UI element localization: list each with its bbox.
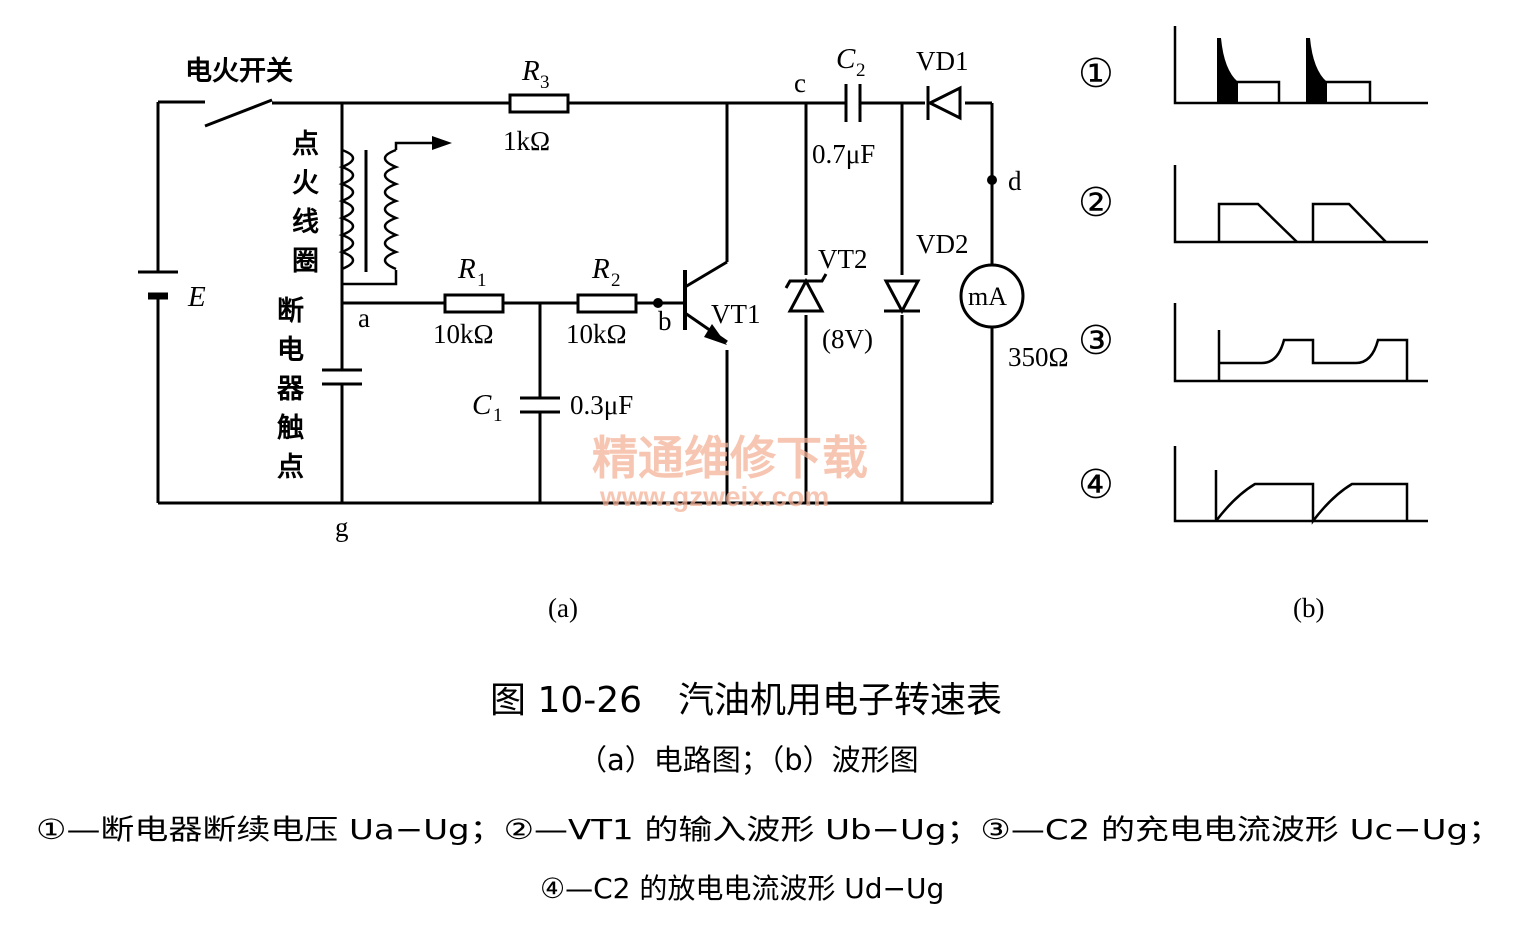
svg-text:电: 电 <box>277 335 304 366</box>
node-c-label: c <box>794 68 806 98</box>
figure-legend-line2: ④—C2 的放电电流波形 Ud−Ug <box>540 872 944 905</box>
svg-text:R: R <box>591 253 610 285</box>
vt2-zener <box>784 273 828 313</box>
vd1-label: VD1 <box>916 46 969 76</box>
svg-text:断: 断 <box>277 296 304 327</box>
svg-text:点: 点 <box>292 129 319 160</box>
node-b-label: b <box>658 306 672 336</box>
svg-text:1: 1 <box>493 405 503 426</box>
r1-value: 10kΩ <box>433 319 494 349</box>
svg-text:R: R <box>457 253 476 285</box>
svg-text:圈: 圈 <box>292 246 319 277</box>
c1-value: 0.3μF <box>570 390 633 420</box>
r1-label: R 1 <box>457 253 487 291</box>
vt2-value: (8V) <box>822 324 873 354</box>
junction-dots <box>653 175 997 308</box>
ignition-coil <box>338 136 452 286</box>
r3-label: R 3 <box>521 55 550 93</box>
r1-resistor <box>443 293 505 314</box>
marker-1: ① <box>1078 51 1114 96</box>
node-g-label: g <box>335 512 349 542</box>
battery-symbol <box>138 270 178 300</box>
svg-text:C: C <box>836 43 856 75</box>
vt1-label: VT1 <box>711 299 761 329</box>
svg-text:1: 1 <box>477 270 487 291</box>
c1-label: C 1 <box>472 389 503 426</box>
marker-3: ③ <box>1078 318 1114 363</box>
waveform-markers: ① ② ③ ④ <box>1078 51 1114 507</box>
node-d-label: d <box>1008 166 1022 196</box>
waveform-1 <box>1173 26 1428 105</box>
r2-resistor <box>576 293 638 314</box>
svg-text:3: 3 <box>540 72 550 93</box>
milliammeter <box>959 263 1025 329</box>
vt1-transistor <box>683 260 728 345</box>
svg-text:2: 2 <box>611 270 621 291</box>
svg-text:点: 点 <box>277 452 304 483</box>
vt2-label: VT2 <box>818 244 868 274</box>
svg-text:线: 线 <box>292 207 319 238</box>
svg-text:触: 触 <box>277 413 304 444</box>
svg-text:R: R <box>521 55 540 87</box>
c2-value: 0.7μF <box>812 139 875 169</box>
r3-value: 1kΩ <box>503 126 550 156</box>
waveform-2 <box>1173 165 1428 244</box>
figure-subtitle: （a）电路图；（b）波形图 <box>578 743 919 777</box>
figure-title: 图 10-26 汽油机用电子转速表 <box>490 680 1002 721</box>
watermark-title: 精通维修下载 <box>592 431 868 485</box>
waveform-4 <box>1173 446 1428 525</box>
r3-resistor <box>508 93 570 114</box>
r2-label: R 2 <box>591 253 621 291</box>
c1-capacitor <box>520 396 560 414</box>
c2-label: C 2 <box>836 43 866 81</box>
battery-label: E <box>187 281 206 313</box>
marker-4: ④ <box>1078 462 1114 507</box>
panel-b-label: (b) <box>1293 593 1324 623</box>
waveform-3 <box>1173 303 1428 383</box>
figure-legend-line1: ①—断电器断续电压 Ua−Ug；②—VT1 的输入波形 Ub−Ug；③—C2 的… <box>36 813 1502 846</box>
coil-label: 点 火 线 圈 <box>292 129 319 277</box>
svg-text:2: 2 <box>856 60 866 81</box>
vd2-diode <box>883 279 921 315</box>
panel-a-label: (a) <box>548 593 578 623</box>
vd1-diode <box>926 85 962 121</box>
svg-text:火: 火 <box>292 168 319 199</box>
meter-label: mA <box>968 282 1007 311</box>
c2-capacitor <box>838 84 870 122</box>
vd2-label: VD2 <box>916 229 969 259</box>
svg-text:C: C <box>472 389 492 421</box>
r2-value: 10kΩ <box>566 319 627 349</box>
breaker-capacitor <box>322 368 362 386</box>
marker-2: ② <box>1078 180 1114 225</box>
switch-label: 电火开关 <box>185 56 293 87</box>
node-a-label: a <box>358 303 370 333</box>
breaker-label: 断 电 器 触 点 <box>276 296 305 483</box>
watermark-url: www.gzweix.com <box>599 481 829 512</box>
svg-text:器: 器 <box>276 374 305 405</box>
meter-value: 350Ω <box>1008 342 1069 372</box>
